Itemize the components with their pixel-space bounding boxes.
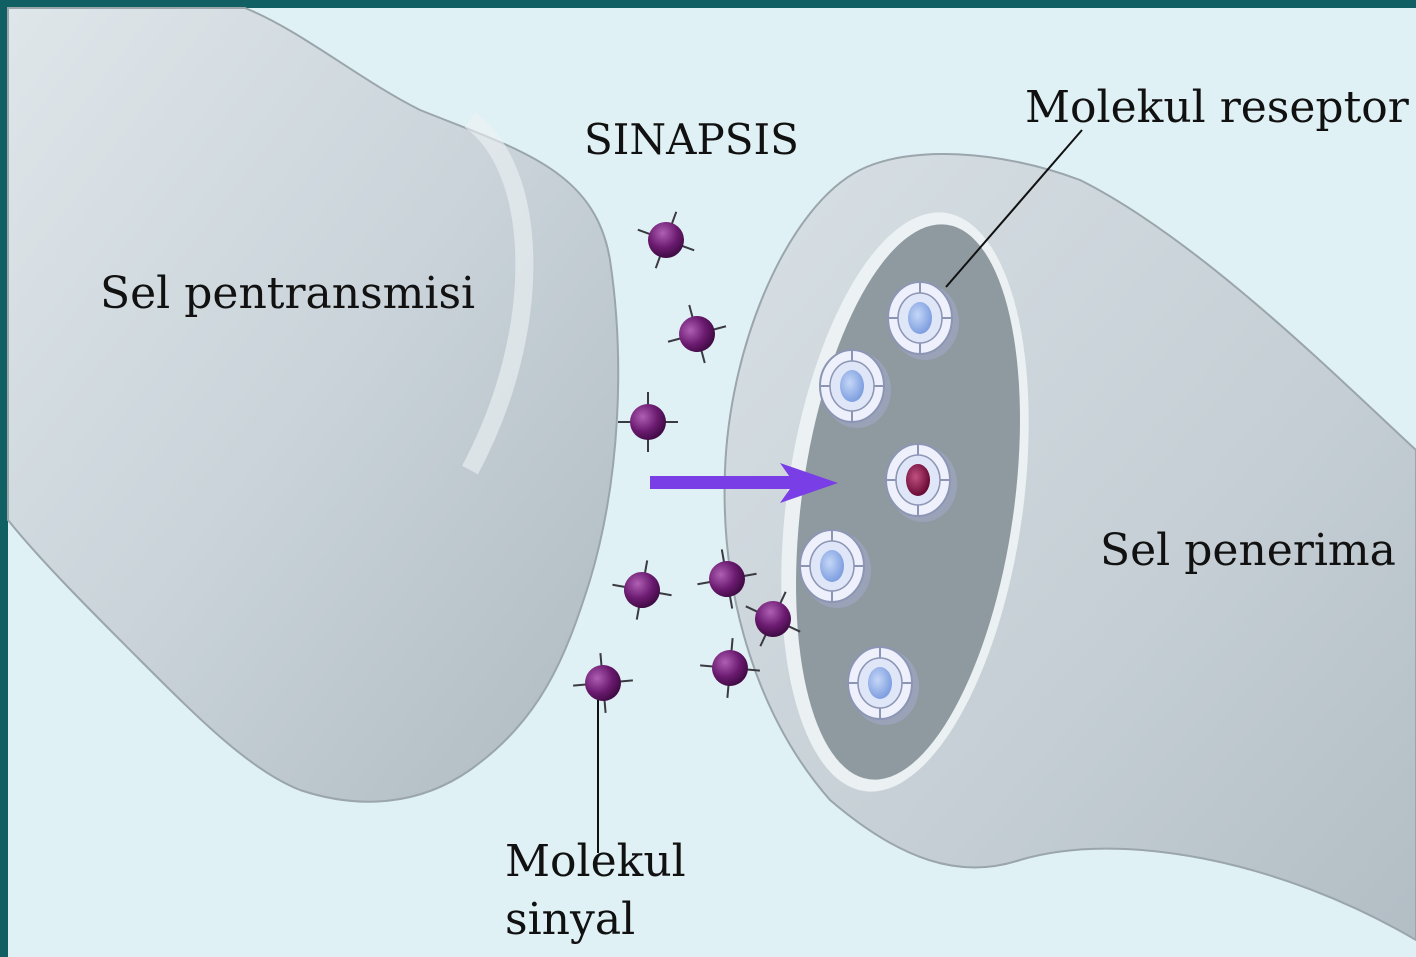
signal-molecule-label: Molekul sinyal [505, 833, 725, 949]
receptor-molecule-label: Molekul reseptor [1025, 80, 1409, 136]
synapse-label: SINAPSIS [584, 112, 799, 168]
receiving-cell-label: Sel penerima [1100, 523, 1396, 579]
signal-molecule-label-line1: Molekul [505, 833, 725, 891]
signal-molecule-label-line2: sinyal [505, 891, 725, 949]
transmitting-cell-label: Sel pentransmisi [100, 266, 475, 322]
